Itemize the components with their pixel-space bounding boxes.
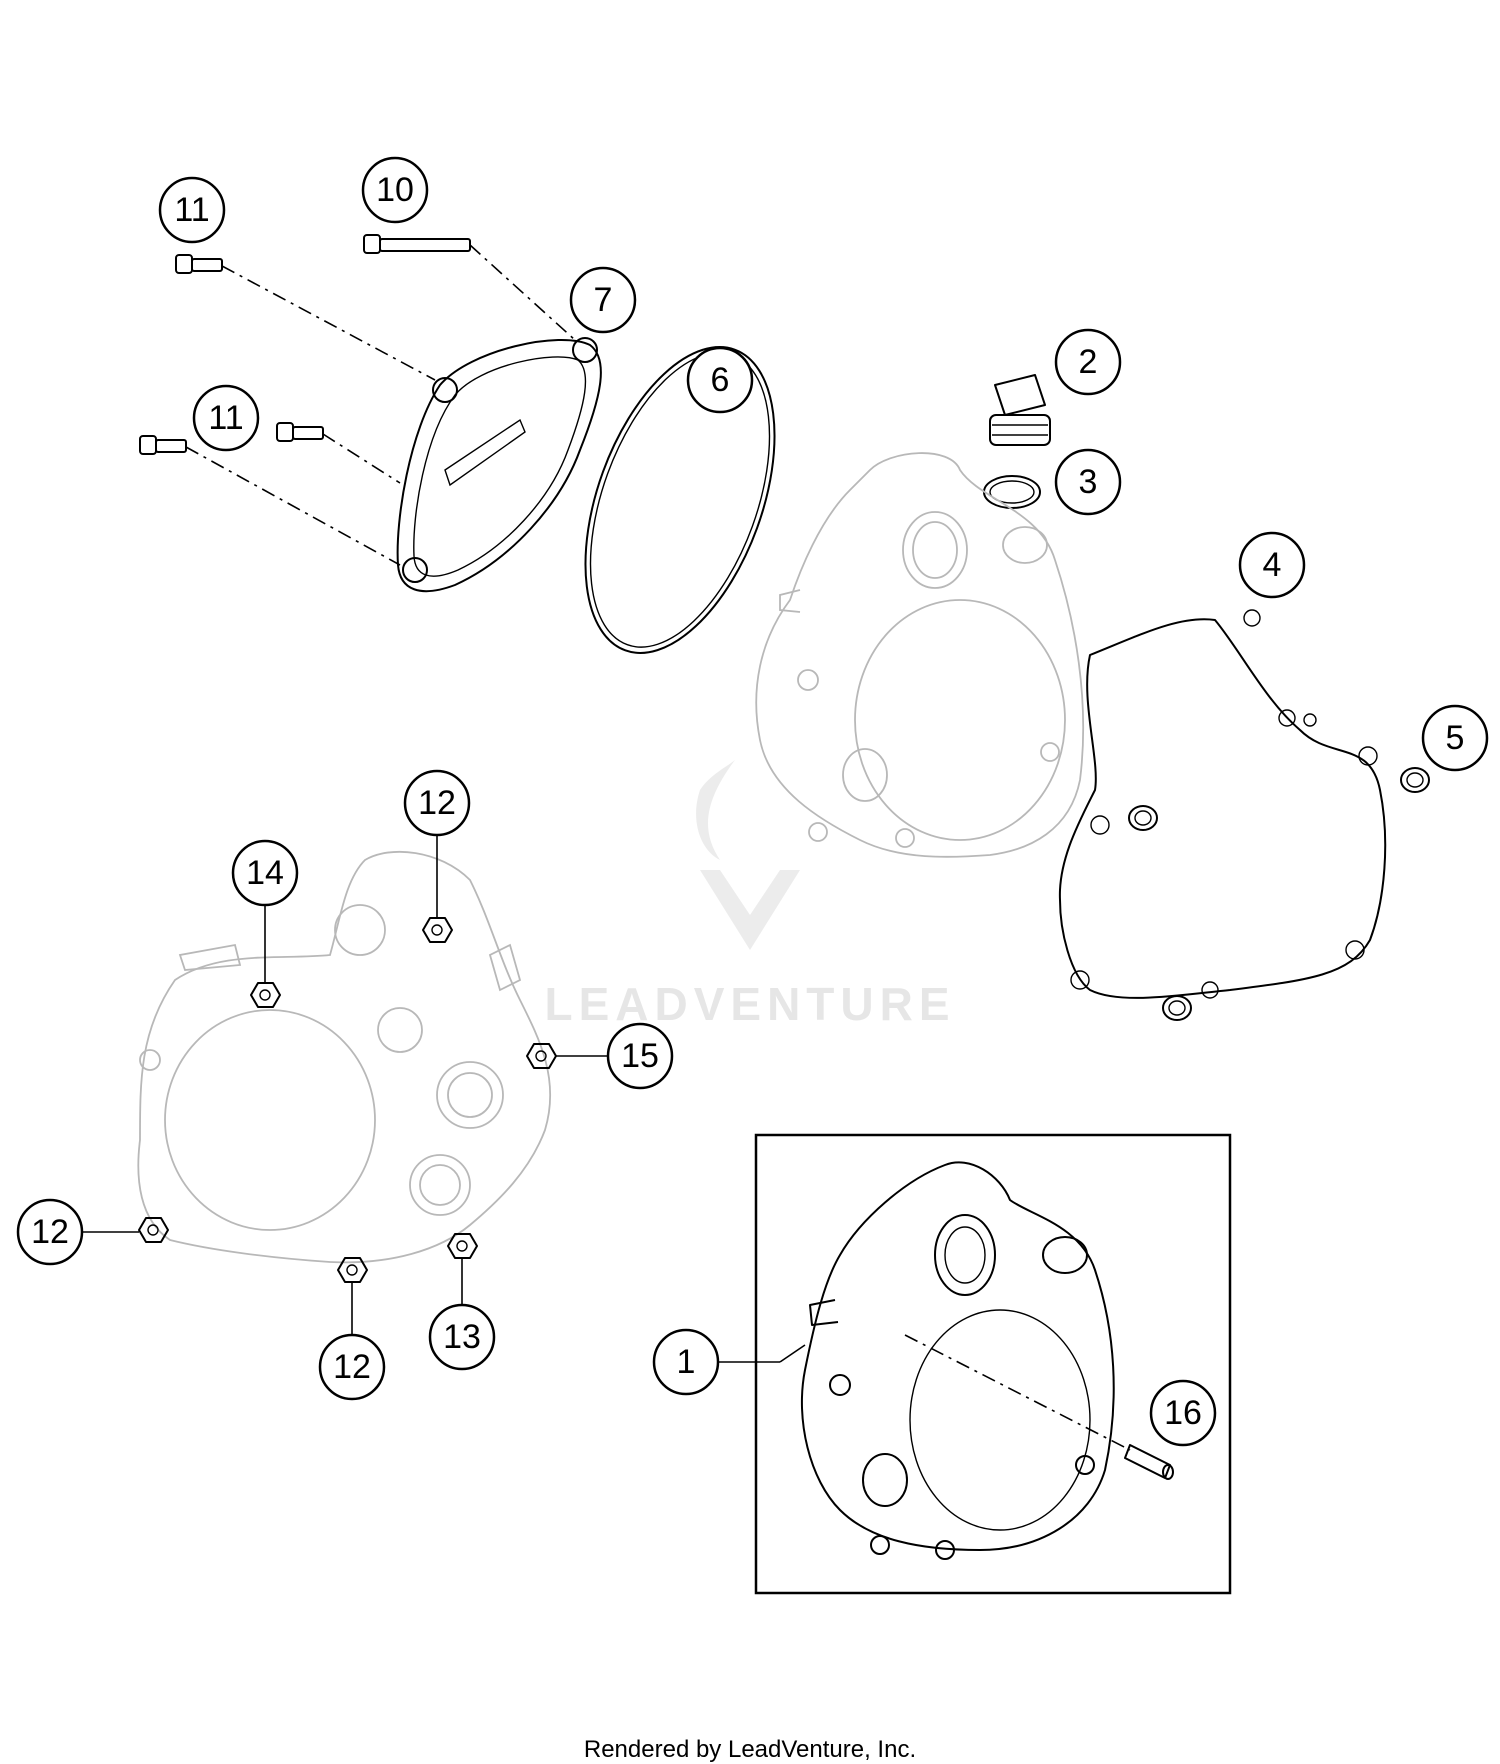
- bolt-11-lower-left: [139, 435, 401, 566]
- nut-12-bottom: [337, 1257, 368, 1283]
- cover-gasket: [1058, 609, 1387, 999]
- leader-lines: [82, 835, 806, 1363]
- callout-label: 5: [1446, 719, 1465, 757]
- callout-label: 6: [711, 361, 730, 399]
- callout-13: 13: [428, 1303, 496, 1371]
- callout-7: 7: [569, 266, 637, 334]
- nut-12-left: [138, 1217, 169, 1243]
- callout-14: 14: [231, 839, 299, 907]
- watermark-text: LEADVENTURE: [544, 978, 955, 1030]
- callout-4: 4: [1238, 531, 1306, 599]
- dowel-pin-16: [1124, 1444, 1174, 1480]
- dowel-pin-2: [1128, 805, 1158, 831]
- callout-label: 3: [1079, 463, 1098, 501]
- leadventure-watermark: LEADVENTURE: [544, 760, 955, 1030]
- callout-2: 2: [1054, 328, 1122, 396]
- callout-15: 15: [606, 1022, 674, 1090]
- callout-label: 13: [443, 1318, 481, 1356]
- callout-16: 16: [1149, 1379, 1217, 1447]
- callout-label: 14: [246, 854, 284, 892]
- callout-label: 11: [208, 399, 243, 437]
- bolt-10: [363, 234, 576, 341]
- callout-label: 15: [621, 1037, 659, 1075]
- callout-label: 2: [1079, 343, 1098, 381]
- callout-label: 12: [333, 1348, 371, 1386]
- nut-12-top: [422, 917, 453, 943]
- clutch-cover-main: [755, 452, 1085, 858]
- clutch-cover-assembly: [800, 1161, 1131, 1560]
- nut-14: [250, 982, 281, 1008]
- callout-1: 1: [652, 1328, 720, 1396]
- assembly-inset-frame: [754, 1133, 1232, 1595]
- callout-label: 7: [594, 281, 613, 319]
- bolt-11-lower-right: [276, 422, 401, 484]
- callout-5: 5: [1421, 704, 1489, 772]
- callout-10: 10: [361, 156, 429, 224]
- callout-12-left: 12: [16, 1198, 84, 1266]
- callout-11-upper: 11: [158, 176, 226, 244]
- footer-credit: Rendered by LeadVenture, Inc.: [583, 1736, 917, 1763]
- callout-6: 6: [686, 346, 754, 414]
- nut-15: [526, 1043, 557, 1069]
- oil-filler-plug: [989, 374, 1051, 446]
- bolt-11-upper: [175, 254, 436, 381]
- callout-3: 3: [1054, 448, 1122, 516]
- callout-11-lower: 11: [192, 384, 260, 452]
- callout-label: 12: [31, 1213, 69, 1251]
- nut-13: [447, 1233, 478, 1259]
- callout-label: 12: [418, 784, 456, 822]
- callout-label: 4: [1263, 546, 1282, 584]
- dowel-pin-3: [1162, 995, 1192, 1021]
- clutch-cover-outer: [396, 337, 602, 593]
- callout-12-bottom: 12: [318, 1333, 386, 1401]
- callout-label: 11: [174, 191, 209, 229]
- dowel-pin-1: [1400, 767, 1430, 793]
- sealing-ring: [983, 475, 1041, 509]
- callout-12-top: 12: [403, 769, 471, 837]
- callout-label: 16: [1164, 1394, 1202, 1432]
- callout-label: 10: [376, 171, 414, 209]
- o-ring: [584, 346, 776, 654]
- callout-label: 1: [677, 1343, 696, 1381]
- engine-case: [137, 850, 552, 1264]
